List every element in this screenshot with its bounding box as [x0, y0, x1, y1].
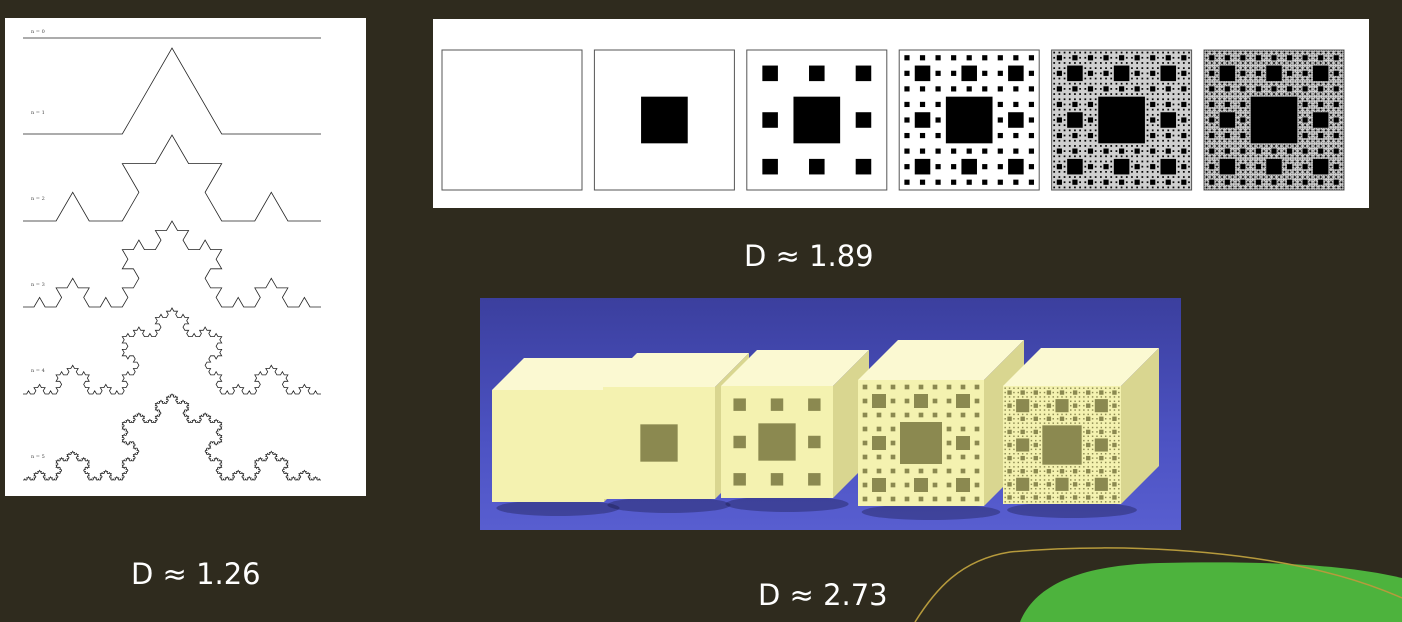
sierpinski-carpet-strip — [441, 49, 1345, 191]
koch-label-n1: n = 1 — [31, 110, 45, 116]
koch-curve-level-3 — [23, 220, 321, 308]
koch-label-n4: n = 4 — [31, 368, 45, 374]
carpet-iteration-2 — [746, 49, 888, 191]
menger-dimension-caption: D ≈ 2.73 — [758, 578, 888, 612]
carpet-dimension-caption: D ≈ 1.89 — [744, 239, 874, 273]
koch-curve-level-5 — [23, 393, 321, 481]
koch-curve-level-2 — [23, 134, 321, 222]
koch-label-n0: n = 0 — [31, 29, 45, 35]
menger-sponge-render — [480, 298, 1181, 530]
koch-curve-drawing — [23, 37, 321, 481]
sierpinski-carpet-panel — [433, 19, 1369, 208]
koch-dimension-caption: D ≈ 1.26 — [131, 557, 261, 591]
koch-curve-level-4 — [23, 307, 321, 395]
carpet-iteration-0 — [441, 49, 583, 191]
carpet-iteration-5 — [1203, 49, 1345, 191]
carpet-iteration-4 — [1051, 49, 1193, 191]
koch-curve-panel: n = 0 n = 1 n = 2 n = 3 n = 4 n = 5 — [5, 18, 366, 496]
menger-cube-iteration-4 — [1003, 348, 1159, 518]
menger-sponge-panel — [480, 298, 1181, 530]
koch-label-n2: n = 2 — [31, 196, 45, 202]
menger-cube-iteration-2 — [721, 350, 869, 512]
carpet-iteration-3 — [898, 49, 1040, 191]
green-blob — [1020, 562, 1402, 622]
koch-label-n3: n = 3 — [31, 282, 45, 288]
carpet-iteration-1 — [593, 49, 735, 191]
koch-label-n5: n = 5 — [31, 454, 45, 460]
koch-curve-level-1 — [23, 47, 321, 135]
gold-curve — [914, 547, 1402, 622]
